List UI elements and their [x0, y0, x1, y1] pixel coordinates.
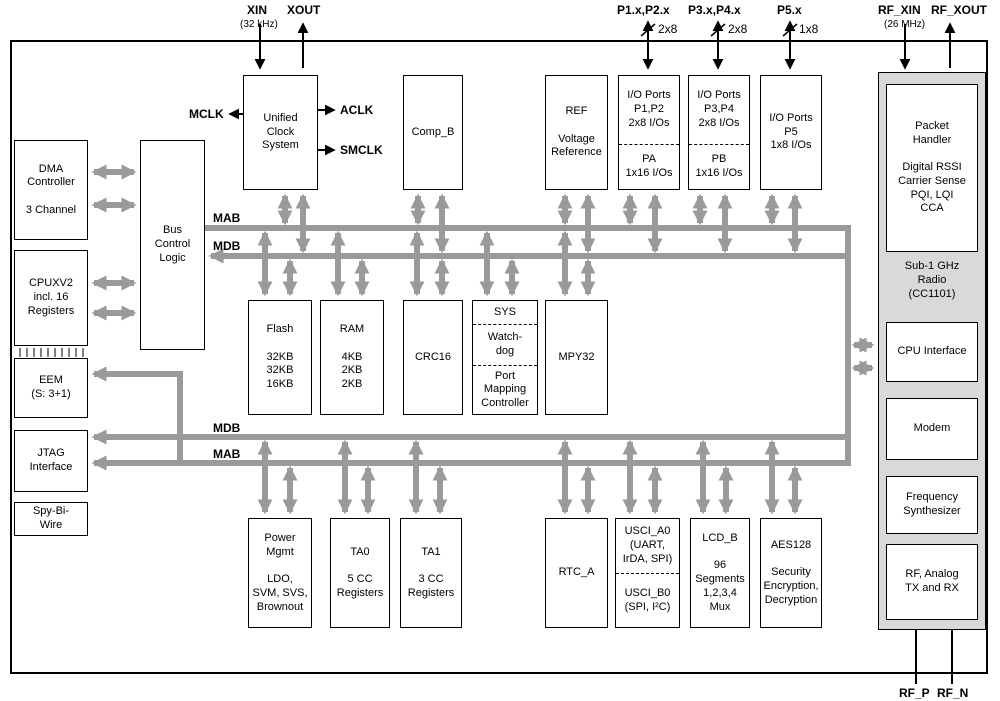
p5-bus-slash — [782, 23, 798, 37]
block-eem: EEM (S: 3+1) — [14, 358, 88, 418]
label-xtal-freq: (32 kHz) — [240, 19, 278, 30]
label-p1p2-width: 2x8 — [658, 22, 678, 36]
bus-label-mab-top: MAB — [213, 211, 241, 225]
pin-label-p5: P5.x — [777, 3, 802, 17]
pin-label-aclk: ACLK — [340, 103, 374, 117]
pin-label-xout: XOUT — [287, 3, 321, 17]
p1p2-bus-slash — [640, 23, 656, 37]
block-frequency-synthesizer: Frequency Synthesizer — [886, 476, 978, 534]
block-ta1: TA1 3 CC Registers — [400, 518, 462, 628]
pin-label-mclk: MCLK — [189, 107, 224, 121]
usci-a0-section: USCI_A0 (UART, IrDA, SPI) — [616, 519, 679, 574]
block-aes128: AES128 Security Encryption, Decryption — [760, 518, 822, 628]
block-dma-controller: DMA Controller 3 Channel — [14, 140, 88, 240]
block-io-ports-p1p2: I/O Ports P1,P2 2x8 I/Os PA 1x16 I/Os — [618, 75, 680, 190]
pin-label-rf-xout: RF_XOUT — [931, 3, 988, 17]
pin-label-smclk: SMCLK — [340, 143, 383, 157]
block-lcd-b: LCD_B 96 Segments 1,2,3,4 Mux — [690, 518, 750, 628]
block-power-mgmt: Power Mgmt LDO, SVM, SVS, Brownout — [248, 518, 312, 628]
p3p4-bus-slash — [710, 23, 726, 37]
watchdog-section: Watch- dog — [473, 325, 537, 367]
port-mapping-section: Port Mapping Controller — [481, 369, 529, 410]
pin-label-rf-xin: RF_XIN — [878, 3, 921, 17]
pin-label-p1p2: P1.x,P2.x — [617, 3, 670, 17]
block-io-ports-p5: I/O Ports P5 1x8 I/Os — [760, 75, 822, 190]
bus-label-mdb-bottom: MDB — [213, 421, 241, 435]
io-pb-section: PB 1x16 I/Os — [695, 153, 743, 179]
block-jtag: JTAG Interface — [14, 430, 88, 492]
block-flash: Flash 32KB 32KB 16KB — [248, 300, 312, 415]
io-p1p2-section: I/O Ports P1,P2 2x8 I/Os — [619, 76, 679, 145]
block-cpu: CPUXV2 incl. 16 Registers — [14, 250, 88, 346]
block-spy-bi-wire: Spy-Bi- Wire — [14, 502, 88, 536]
block-mpy32: MPY32 — [545, 300, 608, 415]
block-packet-handler: Packet Handler Digital RSSI Carrier Sens… — [886, 84, 978, 252]
block-ref: REF Voltage Reference — [545, 75, 608, 190]
block-ta0: TA0 5 CC Registers — [330, 518, 390, 628]
block-ram: RAM 4KB 2KB 2KB — [320, 300, 384, 415]
block-sys: SYS Watch- dog Port Mapping Controller — [472, 300, 538, 415]
usci-b0-section: USCI_B0 (SPI, I²C) — [624, 586, 671, 613]
block-comp-b: Comp_B — [403, 75, 463, 190]
block-crc16: CRC16 — [403, 300, 463, 415]
block-bus-control-logic: Bus Control Logic — [140, 140, 205, 350]
block-usci: USCI_A0 (UART, IrDA, SPI) USCI_B0 (SPI, … — [615, 518, 680, 628]
sys-section: SYS — [473, 301, 537, 325]
bus-label-mab-bottom: MAB — [213, 447, 241, 461]
block-rtc-a: RTC_A — [545, 518, 608, 628]
pin-label-p3p4: P3.x,P4.x — [688, 3, 741, 17]
block-io-ports-p3p4: I/O Ports P3,P4 2x8 I/Os PB 1x16 I/Os — [688, 75, 750, 190]
bus-label-mdb-top: MDB — [213, 239, 241, 253]
pin-label-rf-p: RF_P — [899, 686, 930, 700]
label-p3p4-width: 2x8 — [728, 22, 748, 36]
radio-name-label: Sub-1 GHz Radio (CC1101) — [904, 259, 960, 301]
io-pa-section: PA 1x16 I/Os — [625, 153, 673, 179]
pin-label-xin: XIN — [247, 3, 268, 17]
block-cpu-interface: CPU Interface — [886, 322, 978, 382]
block-rf-analog: RF, Analog TX and RX — [886, 544, 978, 620]
label-rf-freq: (26 MHz) — [884, 19, 926, 30]
block-modem: Modem — [886, 398, 978, 460]
label-p5-width: 1x8 — [799, 22, 819, 36]
block-unified-clock-system: Unified Clock System — [243, 75, 318, 190]
pin-label-rf-n: RF_N — [937, 686, 969, 700]
io-p3p4-section: I/O Ports P3,P4 2x8 I/Os — [689, 76, 749, 145]
